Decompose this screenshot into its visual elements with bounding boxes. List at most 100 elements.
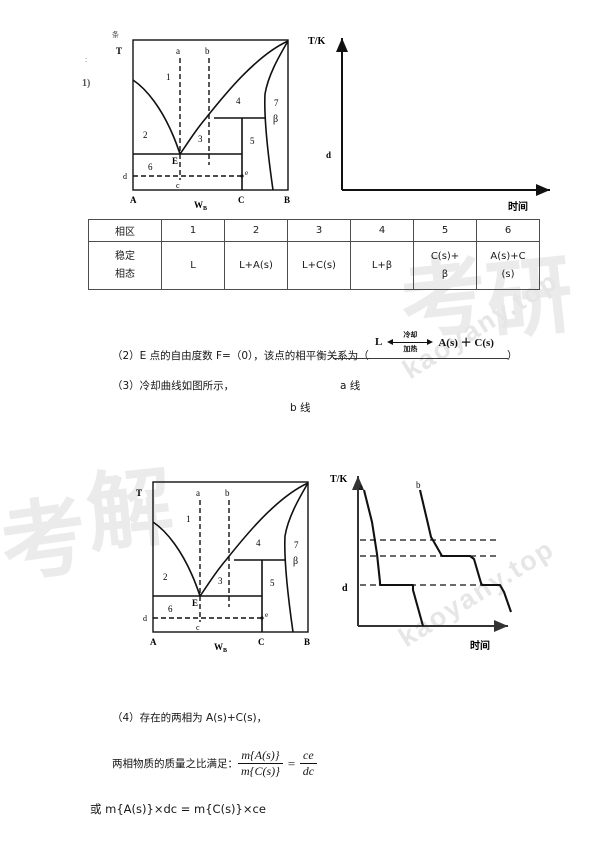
mass-ratio-fraction-left: m{A(s)} m{C(s)}	[238, 748, 283, 779]
phase1-region-1: 1	[166, 72, 171, 82]
phase1-top-mark: 条	[112, 30, 119, 39]
phase2-region-4: 4	[256, 538, 261, 548]
phase2-label-b: b	[225, 488, 230, 498]
table-cell-stable-label: 稳定 相态	[88, 241, 162, 290]
eq-arrow-bar	[389, 342, 432, 343]
eq-arrowhead-left	[387, 339, 394, 345]
table-cell-phase-2: L+A(s)	[224, 241, 288, 290]
table-cell-col-6: 6	[476, 219, 540, 242]
phase1-region-7: 7	[274, 98, 279, 108]
cooling2-curve-label-b: b	[416, 480, 421, 490]
item3-text: （3）冷却曲线如图所示，	[112, 380, 235, 392]
phase2-point-E: E	[192, 598, 198, 608]
phase1-corner-B: B	[284, 195, 290, 205]
mass-ratio-num: m{A(s)}	[238, 748, 283, 764]
phase1-beta: β	[273, 114, 278, 125]
phase2-region-2: 2	[163, 572, 168, 582]
eq-right-species: A(s) ＋ C(s)	[438, 337, 494, 349]
phase-6-line1: A(s)+C	[490, 251, 526, 262]
cooling2-curve-label-a: a	[359, 482, 363, 492]
table-row-header: 相区 1 2 3 4 5 6	[88, 219, 540, 242]
cooling-curve-a	[362, 489, 425, 627]
table-cell-phase-1: L	[161, 241, 225, 290]
phase2-corner-C: C	[258, 637, 265, 647]
item2-close-paren: ）	[507, 350, 518, 362]
phase2-region-6: 6	[168, 604, 173, 614]
phase1-region-6: 6	[148, 162, 153, 172]
cooling2-x-label: 时间	[470, 639, 490, 652]
figure1-phase-diagram: T a b 1 2 3 4 5 6 7 β E c d e A C B WB 条	[110, 28, 300, 212]
phase1-label-b: b	[205, 46, 210, 56]
mass-ratio-equals: =	[286, 755, 296, 771]
cooling1-x-label: 时间	[508, 200, 528, 213]
phase2-region-3: 3	[218, 576, 223, 586]
cooling2-d-label: d	[342, 583, 348, 594]
eq-left-species: L	[375, 336, 383, 348]
item4-line3: 或 m{A(s)}×dc = m{C(s)}×ce	[90, 802, 266, 816]
phase2-region-5: 5	[270, 578, 275, 588]
phase1-region-5: 5	[250, 136, 255, 146]
watermark-brush-1: 考	[0, 484, 94, 597]
phase2-corner-A: A	[150, 637, 157, 647]
phase2-y-label: T	[136, 488, 142, 498]
phase1-point-d: d	[123, 172, 127, 181]
mass-ratio-rnum: ce	[299, 748, 318, 764]
phase2-region-7: 7	[294, 540, 299, 550]
cooling-chart-svg-1: T/K d 时间	[308, 36, 550, 213]
item2-equilibrium-equation: L 冷却 加热 A(s) ＋ C(s)	[375, 331, 494, 353]
item4-mass-ratio-row: 两相物质的质量之比满足： m{A(s)} m{C(s)} = ce dc	[112, 748, 318, 779]
cooling-curve-b	[418, 489, 512, 613]
phase-5-line2: β	[441, 268, 449, 280]
eq-cooling-label: 冷却	[403, 331, 418, 339]
table-cell-col-5: 5	[413, 219, 477, 242]
phase2-point-e: e	[265, 611, 268, 619]
item4-line2-prefix: 两相物质的质量之比满足：	[112, 758, 238, 770]
phase1-corner-C: C	[238, 195, 245, 205]
phase2-x-label: WB	[214, 642, 227, 654]
item3-line-a: a 线	[340, 380, 361, 392]
table-cell-region-label: 相区	[88, 219, 162, 242]
eq-heating-label: 加热	[403, 345, 418, 353]
stable-label-line1: 稳定	[115, 251, 135, 262]
table-cell-col-1: 1	[161, 219, 225, 242]
figure2-cooling-chart: T/K a b d 时间	[330, 464, 570, 654]
phase1-region-3: 3	[198, 134, 203, 144]
phase1-corner-A: A	[130, 195, 137, 205]
question-number: 1)	[82, 78, 91, 89]
cooling1-d-label: d	[326, 150, 331, 160]
phase-6-line2: (s)	[501, 268, 515, 280]
table-cell-col-2: 2	[224, 219, 288, 242]
phase1-label-a: a	[176, 46, 180, 56]
phase1-point-c: c	[176, 181, 180, 190]
table-cell-col-3: 3	[287, 219, 351, 242]
cooling2-y-label: T/K	[330, 474, 347, 485]
phase2-corner-B: B	[304, 637, 310, 647]
phase1-x-label: WB	[194, 200, 207, 212]
phase2-beta: β	[293, 556, 298, 567]
mass-ratio-den: m{C(s)}	[241, 764, 280, 778]
phase2-label-a: a	[196, 488, 200, 498]
table-cell-col-4: 4	[350, 219, 414, 242]
table-cell-phase-4: L+β	[350, 241, 414, 290]
cooling-chart-svg-2: T/K a b d 时间	[330, 474, 512, 652]
item2-answer-blank	[333, 358, 508, 359]
phase2-region-1: 1	[186, 514, 191, 524]
cooling1-y-label: T/K	[308, 36, 325, 47]
figure1-cooling-chart: T/K d 时间	[300, 22, 570, 213]
margin-tick: :	[85, 55, 88, 64]
phase1-region-2: 2	[143, 130, 148, 140]
phase1-region-4: 4	[236, 96, 241, 106]
phase1-y-label: T	[116, 46, 122, 56]
stable-label-line2: 相态	[115, 268, 135, 280]
table-cell-phase-6: A(s)+C (s)	[476, 241, 540, 290]
figure2-phase-diagram: T a b 1 2 3 4 5 6 7 β E c d e A C B WB	[130, 470, 320, 654]
mass-ratio-fraction-right: ce dc	[299, 748, 318, 779]
table-row-phases: 稳定 相态 L L+A(s) L+C(s) L+β C(s)+ β A(s)+C…	[88, 241, 540, 290]
phase-5-line1: C(s)+	[430, 251, 460, 262]
table-cell-phase-5: C(s)+ β	[413, 241, 477, 290]
phase-diagram-svg-2: T a b 1 2 3 4 5 6 7 β E c d e A C B WB	[136, 481, 310, 654]
phase-diagram-svg-1: T a b 1 2 3 4 5 6 7 β E c d e A C B WB 条	[112, 30, 290, 212]
phase1-point-E: E	[172, 156, 178, 166]
reversible-arrow-icon: 冷却 加热	[387, 331, 434, 353]
